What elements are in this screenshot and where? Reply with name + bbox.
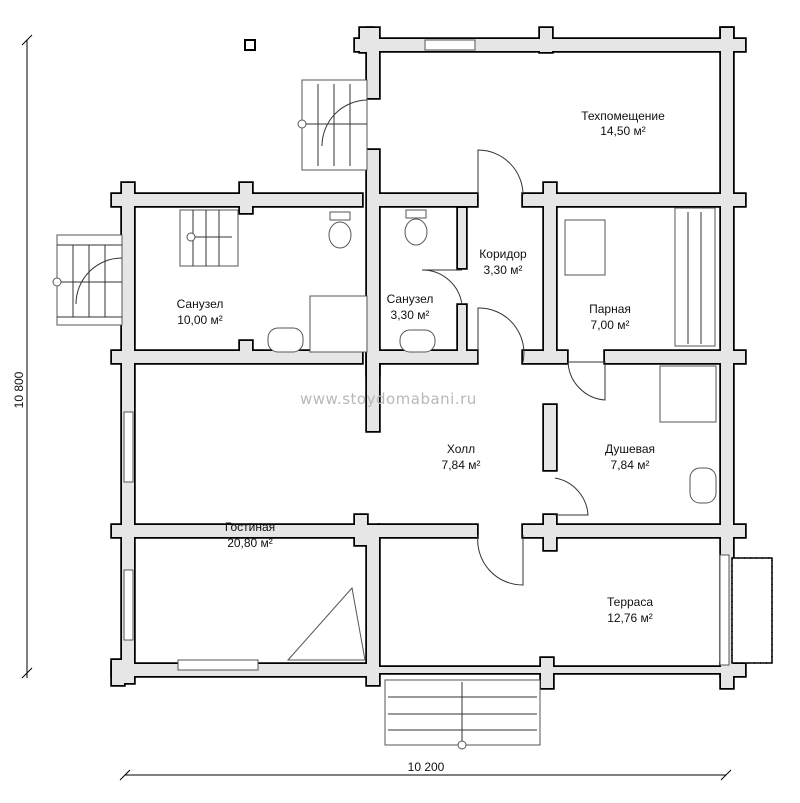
wall bbox=[523, 194, 745, 206]
wall bbox=[541, 658, 553, 688]
wall bbox=[544, 405, 556, 470]
sauna-stove-icon bbox=[564, 219, 606, 276]
walls bbox=[112, 28, 745, 688]
room-name: Гостиная bbox=[225, 520, 275, 534]
room-dushevaya: Душевая 7,84 м² bbox=[605, 442, 655, 472]
room-gostinaya: Гостиная 20,80 м² bbox=[225, 520, 275, 550]
post-marker bbox=[244, 39, 256, 51]
height-dimension-label: 10 800 bbox=[12, 371, 26, 408]
wall bbox=[458, 305, 466, 355]
wall bbox=[379, 351, 477, 363]
terrace-deck bbox=[731, 557, 773, 664]
wall bbox=[540, 28, 552, 52]
doors bbox=[421, 149, 606, 586]
wall bbox=[379, 667, 729, 673]
room-sanuzel-large: Санузел 10,00 м² bbox=[177, 297, 224, 327]
watermark: www.stoydomabani.ru bbox=[300, 390, 477, 408]
room-name: Коридор bbox=[479, 247, 527, 261]
porch-left bbox=[52, 234, 123, 326]
wall bbox=[112, 351, 362, 363]
room-sanuzel-small: Санузел 3,30 м² bbox=[387, 292, 434, 322]
sink-icon bbox=[267, 327, 304, 353]
room-area: 7,00 м² bbox=[591, 318, 630, 332]
room-area: 7,84 м² bbox=[611, 458, 650, 472]
room-koridor: Коридор 3,30 м² bbox=[479, 247, 527, 277]
wall bbox=[367, 150, 379, 375]
room-area: 14,50 м² bbox=[600, 124, 646, 138]
room-area: 20,80 м² bbox=[227, 536, 273, 550]
room-area: 3,30 м² bbox=[484, 263, 523, 277]
room-area: 7,84 м² bbox=[442, 458, 481, 472]
wall bbox=[544, 183, 556, 358]
wall bbox=[355, 515, 367, 545]
shower-tray-icon bbox=[309, 295, 368, 353]
wall bbox=[240, 341, 252, 361]
wall bbox=[367, 351, 379, 431]
sink-icon bbox=[689, 467, 717, 504]
height-dimension: 10 800 bbox=[12, 34, 33, 679]
toilet-icon bbox=[404, 218, 428, 246]
room-kholl: Холл 7,84 м² bbox=[442, 442, 481, 472]
fixtures bbox=[267, 209, 717, 661]
room-area: 3,30 м² bbox=[391, 308, 430, 322]
wall bbox=[367, 28, 379, 98]
sink-icon bbox=[399, 329, 436, 353]
room-area: 12,76 м² bbox=[607, 611, 653, 625]
wall bbox=[605, 351, 745, 363]
fireplace-icon bbox=[286, 586, 366, 661]
wall bbox=[721, 664, 745, 676]
wall bbox=[112, 194, 362, 206]
wall bbox=[367, 525, 379, 685]
room-name: Санузел bbox=[387, 292, 434, 306]
room-name: Терраса bbox=[607, 595, 653, 609]
wall bbox=[458, 208, 466, 268]
width-dimension: 10 200 bbox=[119, 760, 732, 781]
width-dimension-label: 10 200 bbox=[408, 760, 445, 774]
windows bbox=[123, 39, 730, 671]
room-name: Холл bbox=[447, 442, 475, 456]
room-name: Парная bbox=[589, 302, 631, 316]
room-parnaya: Парная 7,00 м² bbox=[589, 302, 631, 332]
wall bbox=[379, 525, 477, 537]
wall bbox=[379, 194, 477, 206]
toilet-icon bbox=[328, 221, 352, 249]
room-tekhpomeshchenie: Техпомещение 14,50 м² bbox=[581, 109, 665, 138]
wall bbox=[240, 183, 252, 213]
porch-top bbox=[297, 79, 368, 171]
room-name: Душевая bbox=[605, 442, 655, 456]
wall bbox=[523, 525, 745, 537]
room-terrasa: Терраса 12,76 м² bbox=[607, 595, 653, 625]
room-name: Техпомещение bbox=[581, 109, 665, 123]
porch-front bbox=[384, 679, 541, 750]
shower-tray-icon bbox=[659, 365, 717, 423]
inner-stairs bbox=[179, 209, 239, 267]
room-area: 10,00 м² bbox=[177, 313, 223, 327]
wall bbox=[112, 525, 362, 537]
wall bbox=[523, 351, 567, 363]
room-name: Санузел bbox=[177, 297, 224, 311]
